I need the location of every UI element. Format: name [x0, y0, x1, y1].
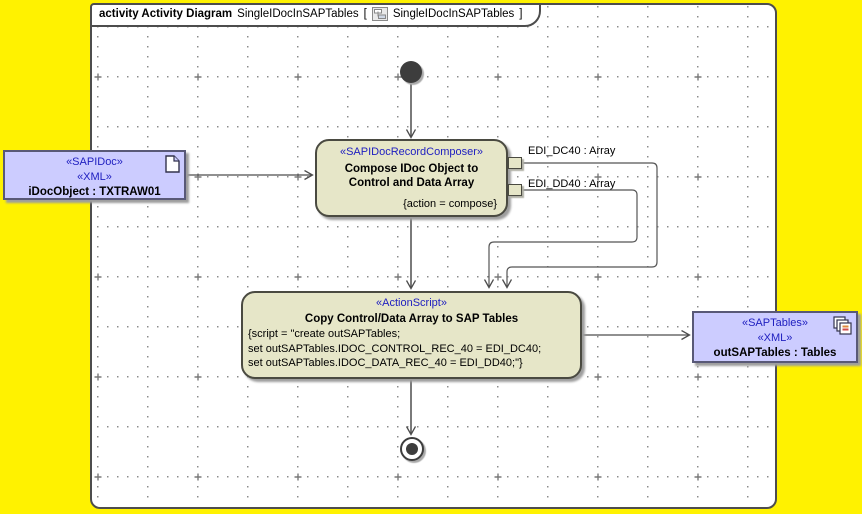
initial-node[interactable]: [400, 61, 422, 83]
idocobject-stereotype-sapidoc: «SAPIDoc»: [66, 156, 123, 168]
action-node-copy[interactable]: «ActionScript» Copy Control/Data Array t…: [241, 291, 582, 379]
composer-name-line2: Control and Data Array: [348, 177, 475, 189]
activity-frame: [90, 3, 777, 509]
copies-icon: [833, 316, 852, 335]
copy-script-line-2: set outSAPTables.IDOC_CONTROL_REC_40 = E…: [248, 342, 542, 355]
outsaptables-stereotype-saptables: «SAPTables»: [741, 317, 809, 329]
pin-label-edi-dc40: EDI_DC40 : Array: [528, 145, 616, 157]
frame-title-name: SingleIDocInSAPTables: [237, 8, 359, 20]
frame-title-tab[interactable]: activity Activity Diagram SingleIDocInSA…: [90, 3, 541, 27]
frame-title-bracket-name: SingleIDocInSAPTables: [392, 8, 515, 20]
composer-stereotype: «SAPIDocRecordComposer»: [339, 146, 484, 158]
pin-edi-dc40[interactable]: [508, 157, 522, 169]
document-icon: [165, 155, 180, 173]
outsaptables-stereotype-xml: «XML»: [757, 332, 793, 344]
composer-name-line1: Compose IDoc Object to: [344, 163, 479, 175]
idocobject-name: iDocObject : TXTRAW01: [28, 186, 161, 198]
object-node-idocobject[interactable]: «SAPIDoc» «XML» iDocObject : TXTRAW01: [3, 150, 186, 200]
pin-label-edi-dd40: EDI_DD40 : Array: [528, 178, 616, 190]
copy-name: Copy Control/Data Array to SAP Tables: [304, 313, 519, 325]
pin-edi-dd40[interactable]: [508, 184, 522, 196]
copy-script-line-1: {script = "create outSAPTables;: [248, 328, 401, 340]
edge-pin-edi-dd40-to-copy[interactable]: [489, 189, 638, 287]
activity-final-node[interactable]: [400, 437, 424, 461]
edge-pin-edi-dc40-to-copy[interactable]: [507, 162, 658, 287]
activity-final-dot: [406, 443, 418, 455]
frame-title-bracket-open: [: [363, 8, 367, 20]
grid-pattern: [93, 6, 774, 506]
copy-stereotype: «ActionScript»: [376, 297, 447, 309]
outsaptables-name: outSAPTables : Tables: [713, 347, 837, 359]
activity-diagram-icon: [371, 7, 388, 21]
idocobject-stereotype-xml: «XML»: [77, 171, 112, 183]
object-node-outsaptables[interactable]: «SAPTables» «XML» outSAPTables : Tables: [692, 311, 858, 363]
frame-title-keyword: activity Activity Diagram: [99, 8, 233, 20]
frame-title-bracket-close: ]: [519, 8, 523, 20]
copy-script-line-3: set outSAPTables.IDOC_DATA_REC_40 = EDI_…: [248, 357, 523, 369]
composer-constraint: {action = compose}: [403, 198, 497, 210]
action-node-composer[interactable]: «SAPIDocRecordComposer» Compose IDoc Obj…: [315, 139, 508, 217]
